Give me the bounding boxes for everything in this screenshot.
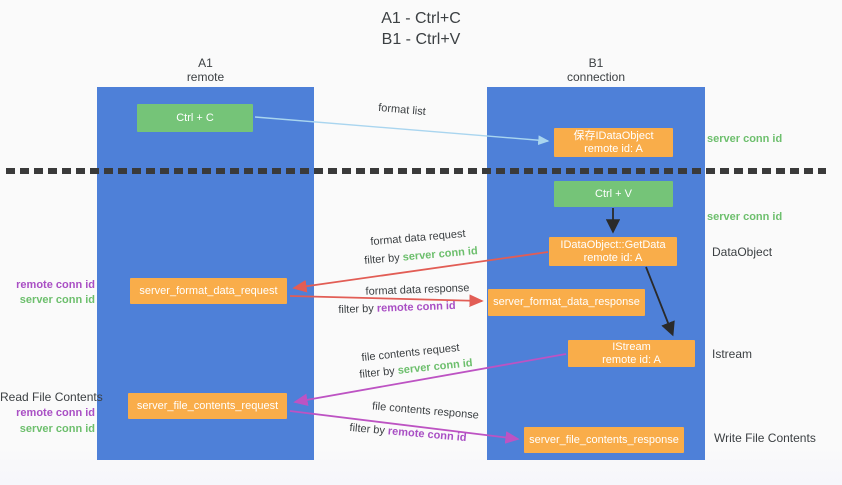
- save-idataobject-box: 保存IDataObject remote id: A: [554, 128, 673, 157]
- left-server-conn-id-bottom: server conn id: [19, 423, 95, 435]
- filter-by-text: filter by: [338, 302, 375, 317]
- istream-box: IStream remote id: A: [568, 340, 695, 367]
- column-b1-subtitle: connection: [566, 70, 626, 84]
- server-format-data-response-box: server_format_data_response: [488, 289, 645, 316]
- left-remote-conn-id-bottom: remote conn id: [16, 407, 95, 419]
- server-conn-id-text: server conn id: [397, 357, 474, 377]
- remote-conn-id-text: remote conn id: [376, 299, 456, 315]
- idataobject-getdata-line2: remote id: A: [583, 251, 643, 264]
- server-format-data-request-box: server_format_data_request: [130, 278, 287, 304]
- column-header-b1: B1 connection: [487, 56, 705, 84]
- idataobject-getdata-box: IDataObject::GetData remote id: A: [549, 237, 677, 266]
- column-header-a1: A1 remote: [97, 56, 314, 84]
- server-file-contents-request-label: server_file_contents_request: [136, 399, 279, 412]
- copy-paste-separator-line: [6, 168, 826, 174]
- format-list-label: format list: [377, 101, 427, 119]
- column-a1-name: A1: [198, 56, 213, 70]
- ctrl-v-label: Ctrl + V: [595, 187, 632, 200]
- ctrl-c-label: Ctrl + C: [176, 111, 214, 124]
- right-server-conn-id-mid: server conn id: [707, 211, 783, 223]
- server-conn-id-text: server conn id: [402, 245, 479, 264]
- filter-by-server-conn-id-label-1: filter by server conn id: [356, 244, 487, 267]
- filter-by-remote-conn-id-label-1: filter by remote conn id: [332, 300, 462, 317]
- istream-line2: remote id: A: [602, 353, 661, 366]
- title-line-2: B1 - Ctrl+V: [381, 31, 461, 48]
- server-file-contents-request-box: server_file_contents_request: [128, 393, 287, 419]
- title-line-1: A1 - Ctrl+C: [381, 10, 461, 27]
- left-read-file-contents-label: Read File Contents: [0, 390, 103, 404]
- right-write-file-contents-label: Write File Contents: [714, 431, 816, 445]
- ctrl-v-box: Ctrl + V: [554, 181, 673, 207]
- right-server-conn-id-top: server conn id: [707, 133, 783, 145]
- ctrl-c-box: Ctrl + C: [137, 104, 253, 132]
- save-idataobject-line2: remote id: A: [584, 142, 643, 155]
- filter-by-text: filter by: [349, 421, 386, 437]
- column-a1-subtitle: remote: [186, 70, 225, 84]
- right-dataobject-label: DataObject: [712, 245, 773, 259]
- istream-line1: IStream: [612, 340, 651, 353]
- file-contents-response-label: file contents response: [371, 400, 480, 422]
- idataobject-getdata-line1: IDataObject::GetData: [560, 238, 666, 251]
- left-server-conn-id-top: server conn id: [19, 294, 95, 306]
- filter-by-text: filter by: [363, 251, 401, 267]
- remote-conn-id-text: remote conn id: [387, 425, 467, 445]
- format-data-response-label: format data response: [365, 282, 470, 298]
- right-istream-label: Istream: [712, 347, 753, 361]
- server-file-contents-response-label: server_file_contents_response: [529, 433, 679, 446]
- format-data-request-label: format data request: [369, 227, 467, 249]
- server-format-data-request-label: server_format_data_request: [139, 284, 278, 297]
- save-idataobject-line1: 保存IDataObject: [573, 129, 654, 142]
- filter-by-text: filter by: [358, 365, 396, 381]
- column-b1-name: B1: [588, 56, 604, 70]
- left-remote-conn-id-top: remote conn id: [16, 279, 95, 291]
- diagram-title: A1 - Ctrl+C B1 - Ctrl+V: [0, 8, 842, 50]
- server-file-contents-response-box: server_file_contents_response: [524, 427, 684, 453]
- filter-by-remote-conn-id-label-2: filter by remote conn id: [343, 421, 474, 444]
- server-format-data-response-label: server_format_data_response: [493, 296, 640, 308]
